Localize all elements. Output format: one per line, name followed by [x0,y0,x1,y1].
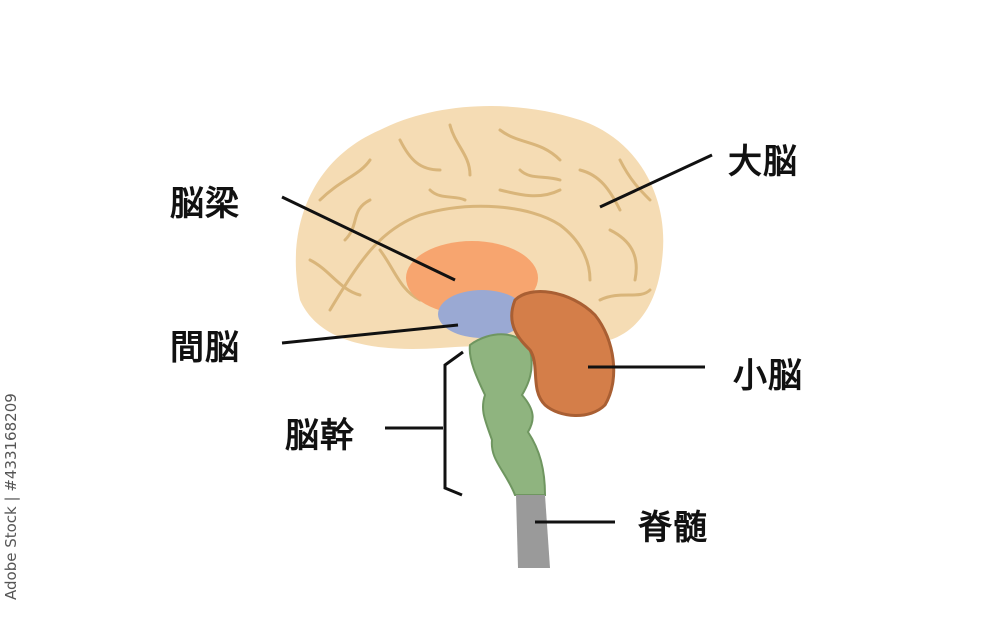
brainstem-bracket [443,350,464,497]
corpus-callosum-leader-line [281,195,456,282]
cerebrum-sulci [308,123,652,312]
label-corpus-callosum: 脳梁 [170,184,240,224]
label-cerebellum: 小脳 [733,356,803,396]
leader-lines [281,153,713,524]
label-brainstem: 脳幹 [285,416,355,456]
diencephalon-leader-line [281,323,459,345]
label-spinal-cord: 脊髄 [638,508,708,548]
cerebrum [295,106,664,349]
label-diencephalon: 間脳 [170,328,240,368]
diencephalon [438,290,526,338]
cerebrum-leader-line [599,153,713,209]
cerebellum [510,290,616,417]
spinal-cord [516,495,550,568]
label-cerebrum: 大脳 [728,142,798,182]
stock-watermark: Adobe Stock | #433168209 [2,393,20,600]
